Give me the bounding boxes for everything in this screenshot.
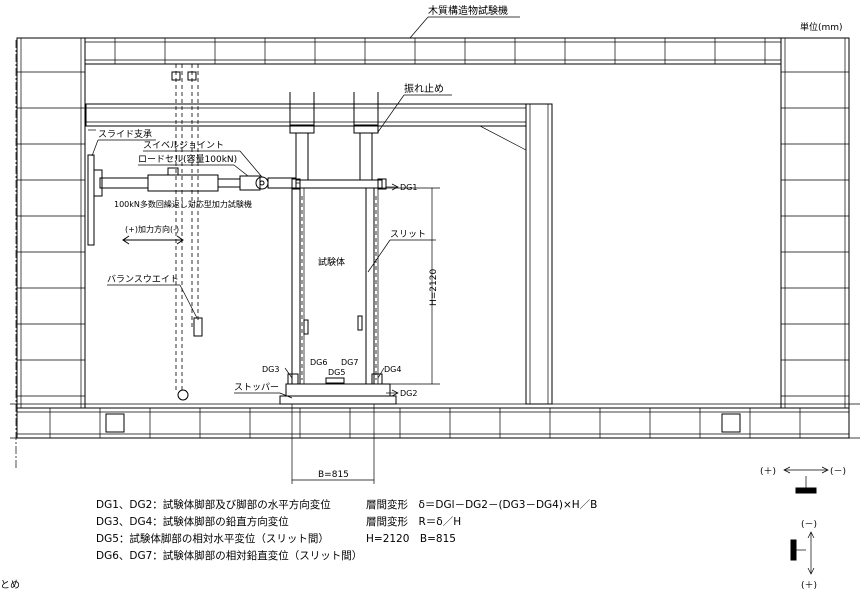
dg6-label: DG6 [310, 358, 327, 367]
swivel-joint-label: スイベルジョイント [143, 141, 224, 151]
specimen-label: 試験体 [318, 256, 345, 268]
balance-weight-label: バランスウエイト [107, 274, 179, 285]
suspension-rods: バランスウエイト [107, 64, 203, 401]
legend-line-4: DG6、DG7：試験体脚部の相対鉛直変位（スリット間） [96, 549, 362, 562]
height-label: H=2120 [429, 269, 439, 306]
balance-weight [193, 317, 203, 337]
sign-horizontal: (＋) (－) [760, 466, 846, 494]
unit-text: 単位(mm) [800, 21, 843, 33]
guide-posts [289, 92, 379, 180]
h-minus: (－) [830, 467, 846, 477]
formulas: 層間変形 δ＝DGl－DG2－(DG3－DG4)×H／B 層間変形 R＝δ／H … [366, 498, 597, 545]
dg4-label: DG4 [384, 365, 401, 374]
legend-line-2: DG3、DG4：試験体脚部の鉛直方向変位 [96, 515, 289, 528]
dg3-label: DG3 [262, 365, 279, 374]
title-text: 木質構造物試験機 [428, 4, 508, 17]
left-column [16, 37, 86, 409]
width-label: B=815 [318, 470, 349, 480]
formula-3: H=2120 B=815 [366, 533, 456, 545]
slide-support-label: スライド支承 [98, 128, 152, 140]
actuator-label: 100kN多数回繰返し対応型加力試験機 [114, 199, 252, 209]
dg5-label: DG5 [328, 368, 345, 377]
legend: DG1、DG2：試験体脚部及び脚部の水平方向変位 DG3、DG4：試験体脚部の鉛… [96, 498, 362, 562]
slide-support: スライド支承 [87, 128, 156, 246]
legend-line-1: DG1、DG2：試験体脚部及び脚部の水平方向変位 [96, 498, 331, 511]
slit-label: スリット [390, 230, 426, 240]
specimen: 試験体 スリット [291, 187, 436, 385]
cut-off-text: とめ [0, 579, 20, 591]
gauges: DG1 DG2 DG3 DG4 DG5 DG6 DG7 [262, 183, 417, 398]
height-dimension: H=2120 [378, 187, 440, 385]
width-dimension: B=815 [291, 404, 375, 484]
load-direction: (+)加力方向(-) [122, 224, 184, 245]
h-plus: (＋) [760, 466, 776, 477]
v-minus: (－) [801, 520, 817, 530]
anti-sway-label: 振れ止め [404, 82, 444, 95]
v-plus: (＋) [801, 580, 817, 591]
load-cell-label: ロードセル(容量100kN) [138, 153, 237, 165]
dg2-label: DG2 [400, 389, 417, 398]
actuator: スイベルジョイント ロードセル(容量100kN) 100kN多数回繰返し対応型加… [99, 141, 300, 209]
title-group: 木質構造物試験機 [409, 4, 520, 39]
sign-vertical: (－) (＋) [790, 520, 817, 591]
dg7-label: DG7 [341, 358, 358, 367]
right-column [780, 37, 850, 409]
stopper-label: ストッパー [234, 382, 279, 393]
formula-2: 層間変形 R＝δ／H [366, 515, 461, 528]
base-beam [10, 403, 860, 439]
foundation: ストッパー [234, 373, 397, 405]
anti-sway-frame: 振れ止め [85, 82, 553, 405]
load-direction-label: (+)加力方向(-) [125, 224, 179, 234]
formula-1: 層間変形 δ＝DGl－DG2－(DG3－DG4)×H／B [366, 498, 597, 511]
dg1-label: DG1 [400, 183, 417, 192]
top-beam [84, 37, 782, 65]
legend-line-3: DG5：試験体脚部の相対水平変位（スリット間） [96, 532, 329, 545]
